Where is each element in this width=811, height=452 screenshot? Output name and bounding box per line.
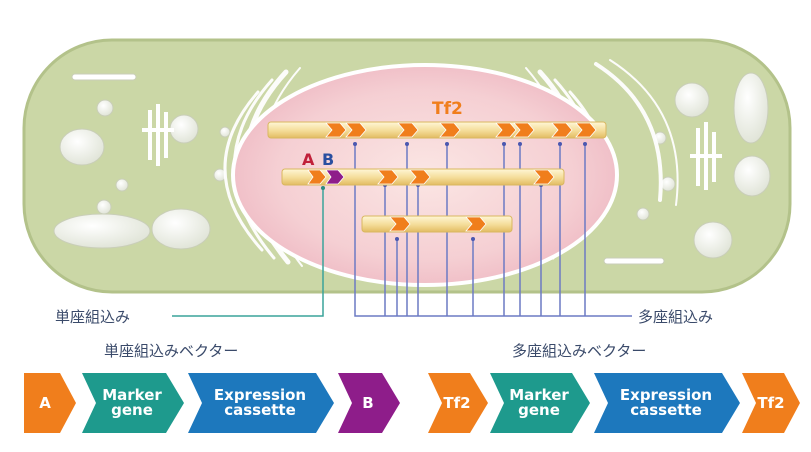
vector-a-label: A bbox=[39, 393, 51, 412]
tf2-insertions-middle bbox=[377, 169, 555, 185]
element-b-label: B bbox=[322, 150, 334, 169]
single-expr-line1: Expression bbox=[213, 386, 307, 404]
tf2-insertions-bottom bbox=[389, 216, 487, 232]
vector-element-b: B bbox=[338, 373, 400, 433]
multi-expr-line2: cassette bbox=[630, 401, 702, 419]
multi-expr-line1: Expression bbox=[619, 386, 713, 404]
vector-b-label: B bbox=[362, 393, 374, 412]
chromosome-bottom bbox=[361, 215, 513, 233]
single-marker-line1: Marker bbox=[102, 386, 162, 404]
single-marker-line2: gene bbox=[111, 401, 153, 419]
single-vector-title: 単座組込みベクター bbox=[104, 342, 239, 360]
multi-marker-line2: gene bbox=[518, 401, 560, 419]
vector-tf2-left: Tf2 bbox=[428, 373, 488, 433]
single-locus-insertion bbox=[307, 169, 345, 185]
tf2-label: Tf2 bbox=[432, 99, 463, 119]
vector-element-a: A bbox=[24, 373, 76, 433]
single-locus-label: 単座組込み bbox=[55, 308, 131, 326]
vector-tf2-left-label: Tf2 bbox=[443, 393, 471, 412]
left-organelles bbox=[53, 73, 231, 250]
vector-tf2-right: Tf2 bbox=[742, 373, 800, 433]
single-locus-line bbox=[172, 188, 324, 317]
element-a-label: A bbox=[302, 150, 315, 169]
single-expr-line2: cassette bbox=[224, 401, 296, 419]
vector-tf2-right-label: Tf2 bbox=[757, 393, 785, 412]
multi-marker-line1: Marker bbox=[509, 386, 569, 404]
tf2-insertions-top bbox=[325, 122, 597, 138]
multi-locus-label: 多座組込み bbox=[638, 308, 714, 326]
multi-vector-title: 多座組込みベクター bbox=[512, 342, 647, 360]
